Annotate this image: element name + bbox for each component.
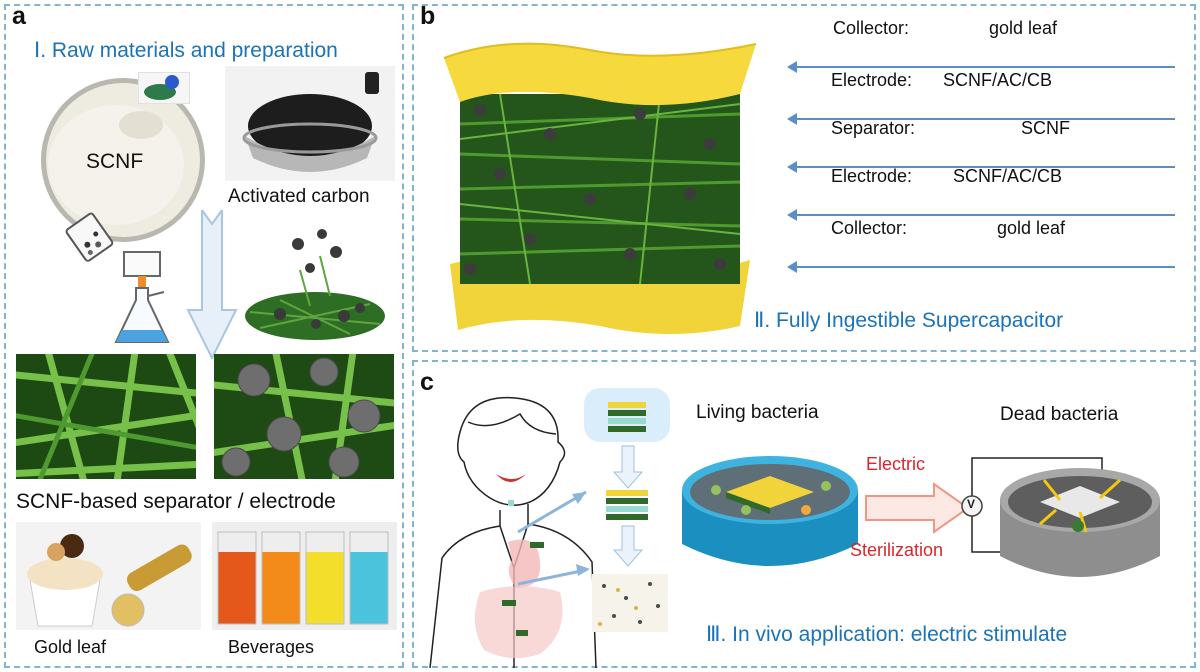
layer-role: Separator: xyxy=(831,118,915,139)
layer-role: Electrode: xyxy=(831,166,912,187)
layer-material: gold leaf xyxy=(989,18,1057,39)
separator-electrode-label: SCNF-based separator / electrode xyxy=(16,490,336,514)
layer-role: Collector: xyxy=(831,218,907,239)
layer-material: SCNF xyxy=(1021,118,1070,139)
living-bacteria-dish xyxy=(676,440,864,580)
carbon-fiber-mat-image xyxy=(240,216,390,346)
sterilization-label: Sterilization xyxy=(850,540,943,561)
layer-row-3: Separator: SCNF xyxy=(789,144,1175,168)
layer-row-1: Collector: gold leaf xyxy=(789,44,1175,68)
supercapacitor-stack-image xyxy=(440,14,760,348)
layer-role: Collector: xyxy=(833,18,909,39)
process-down-arrow xyxy=(186,210,238,360)
gold-leaf-food-image xyxy=(16,522,201,630)
panel-b-title: Ⅱ. Fully Ingestible Supercapacitor xyxy=(754,308,1063,333)
electrode-fiber-closeup xyxy=(214,354,394,479)
scnf-label: SCNF xyxy=(86,150,143,174)
scnf-inset-photo xyxy=(138,72,190,104)
dead-bacteria-dish xyxy=(960,440,1180,600)
panel-a-title: Ⅰ. Raw materials and preparation xyxy=(34,38,338,63)
layer-material: gold leaf xyxy=(997,218,1065,239)
beverages-image xyxy=(212,522,397,630)
layer-material: SCNF/AC/CB xyxy=(953,166,1062,187)
layer-row-4: Electrode: SCNF/AC/CB xyxy=(789,192,1175,216)
layer-role: Electrode: xyxy=(831,70,912,91)
gold-leaf-label: Gold leaf xyxy=(34,637,106,658)
sterilization-arrow xyxy=(864,482,970,534)
panel-c-title: Ⅲ. In vivo application: electric stimula… xyxy=(706,622,1067,647)
living-bacteria-label: Living bacteria xyxy=(696,402,819,424)
vacuum-filter-flask-icon xyxy=(108,250,178,350)
layer-row-5: Collector: gold leaf xyxy=(789,244,1175,268)
dead-bacteria-label: Dead bacteria xyxy=(1000,404,1118,426)
layer-material: SCNF/AC/CB xyxy=(943,70,1052,91)
voltmeter-symbol: V xyxy=(967,497,975,511)
separator-fiber-closeup xyxy=(16,354,196,479)
panel-a-letter: a xyxy=(12,2,26,31)
panel-b-letter: b xyxy=(420,2,435,31)
electric-label: Electric xyxy=(866,454,925,475)
layer-row-2: Electrode: SCNF/AC/CB xyxy=(789,96,1175,120)
activated-carbon-image xyxy=(225,66,395,181)
pathway-arrows xyxy=(498,472,598,592)
beverages-label: Beverages xyxy=(228,637,314,658)
activated-carbon-label: Activated carbon xyxy=(228,186,370,208)
